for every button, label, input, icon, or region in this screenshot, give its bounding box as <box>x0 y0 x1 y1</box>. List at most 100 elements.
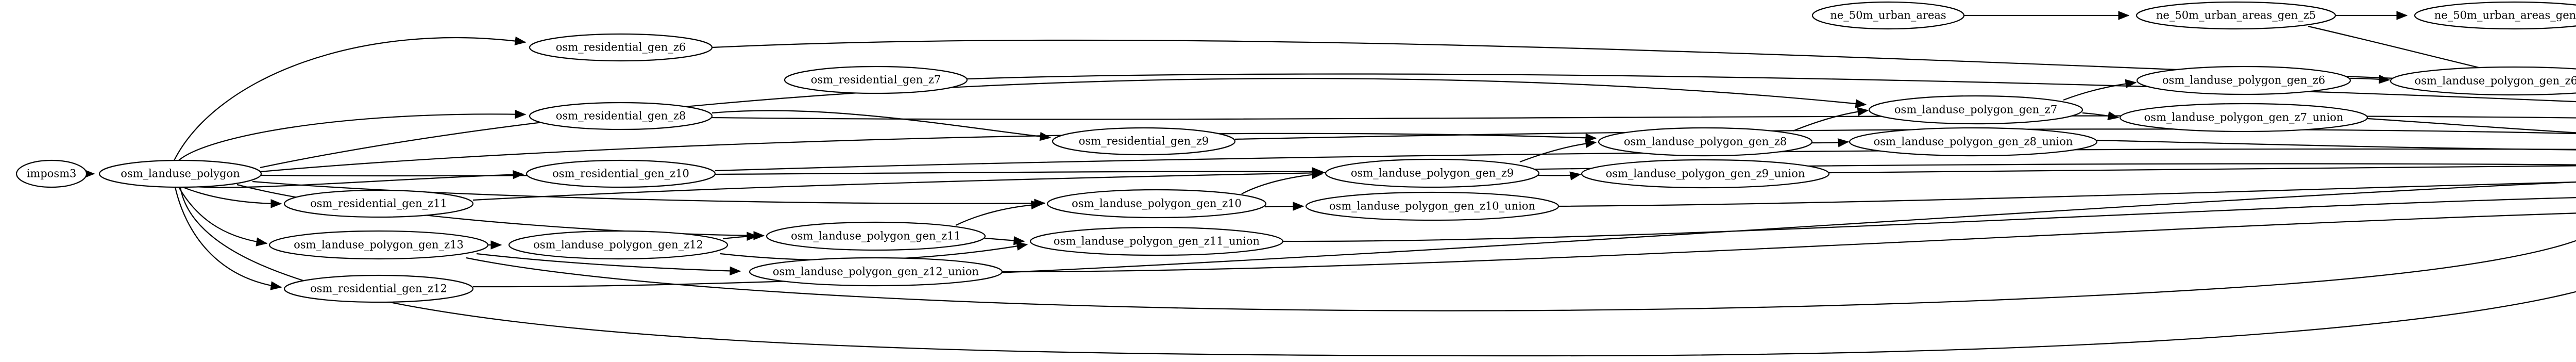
node-label: osm_landuse_polygon_gen_z7_union <box>2144 111 2344 124</box>
graph-edge <box>1241 170 1324 194</box>
node-shape <box>526 159 716 188</box>
graph-node-osm_residential_gen_z11[interactable]: osm_residential_gen_z11 <box>283 189 474 218</box>
node-label: ne_50m_urban_areas <box>1830 9 1946 22</box>
graph-edge <box>711 110 1052 141</box>
graph-node-osm_landuse_polygon_gen_z9_union[interactable]: osm_landuse_polygon_gen_z9_union <box>1581 159 1830 189</box>
node-label: osm_residential_gen_z11 <box>310 198 447 210</box>
node-label: osm_landuse_polygon_gen_z9 <box>1351 167 1514 179</box>
graph-node-osm_landuse_polygon_gen_z11_union[interactable]: osm_landuse_polygon_gen_z11_union <box>1029 226 1284 256</box>
node-label: ne_50m_urban_areas_gen_z5 <box>2156 9 2316 22</box>
graph-node-osm_landuse_polygon_gen_z10[interactable]: osm_landuse_polygon_gen_z10 <box>1046 189 1267 219</box>
node-shape <box>2136 1 2336 30</box>
graph-edge <box>1964 11 2130 20</box>
node-shape <box>529 102 713 130</box>
graph-edge <box>1792 107 1869 132</box>
graph-node-osm_landuse_polygon_gen_z8_union[interactable]: osm_landuse_polygon_gen_z8_union <box>1849 127 2098 157</box>
node-label: imposm3 <box>27 168 77 180</box>
arrow-head-icon <box>1857 107 1869 117</box>
node-label: osm_residential_gen_z10 <box>552 168 689 180</box>
graph-edge <box>1282 197 2576 242</box>
graph-node-osm_landuse_polygon_gen_z12[interactable]: osm_landuse_polygon_gen_z12 <box>508 230 728 260</box>
arrow-head-icon <box>256 237 268 246</box>
graph-node-osm_residential_gen_z7[interactable]: osm_residential_gen_z7 <box>784 65 968 94</box>
arrow-head-icon <box>490 240 502 250</box>
graph-edge <box>955 200 1043 226</box>
arrow-head-icon <box>270 281 282 290</box>
graph-edge <box>2350 75 2391 84</box>
arrow-head-icon <box>513 170 524 179</box>
node-label: osm_residential_gen_z9 <box>1079 135 1209 147</box>
node-shape <box>2414 1 2576 30</box>
graph-edge <box>722 232 758 241</box>
graph-node-imposm3[interactable]: imposm3 <box>15 159 88 188</box>
node-label: osm_landuse_polygon_gen_z10_union <box>1329 200 1535 212</box>
node-label: osm_landuse_polygon_gen_z8 <box>1624 136 1787 148</box>
graph-node-osm_landuse_polygon_gen_z12_union[interactable]: osm_landuse_polygon_gen_z12_union <box>749 257 1003 287</box>
node-shape <box>283 274 474 303</box>
graph-edge <box>174 187 282 290</box>
node-shape <box>749 257 1003 287</box>
node-shape <box>1811 1 1965 30</box>
graph-node-osm_landuse_polygon_gen_z8[interactable]: osm_landuse_polygon_gen_z8 <box>1598 127 1813 157</box>
node-shape <box>15 159 88 188</box>
graph-node-osm_residential_gen_z10[interactable]: osm_residential_gen_z10 <box>526 159 716 188</box>
node-label: osm_landuse_polygon_gen_z13 <box>294 239 464 251</box>
graph-edge <box>476 253 741 276</box>
node-shape <box>1029 226 1284 256</box>
node-shape <box>1325 158 1540 188</box>
graph-edge <box>174 36 527 161</box>
node-shape <box>766 221 986 251</box>
graph-node-osm_residential_gen_z12[interactable]: osm_residential_gen_z12 <box>283 274 474 303</box>
graph-node-osm_landuse_polygon[interactable]: osm_landuse_polygon <box>98 159 262 188</box>
graph-edge <box>260 78 1867 169</box>
graph-edge <box>1234 128 2576 140</box>
node-label: osm_landuse_polygon_gen_z7 <box>1894 104 2057 116</box>
graph-node-osm_landuse_polygon_gen_z7_union[interactable]: osm_landuse_polygon_gen_z7_union <box>2119 103 2368 133</box>
arrow-head-icon <box>2118 11 2130 20</box>
graph-node-ne_50m_urban_areas_gen_z4[interactable]: ne_50m_urban_areas_gen_z4 <box>2414 1 2576 30</box>
graph-edge <box>2082 111 2120 121</box>
node-shape <box>784 65 968 94</box>
arrow-head-icon <box>515 109 527 119</box>
graph-node-osm_landuse_polygon_gen_z11[interactable]: osm_landuse_polygon_gen_z11 <box>766 221 986 251</box>
graph-edge <box>1537 171 1582 180</box>
graph-edge <box>195 170 524 188</box>
graph-node-osm_residential_gen_z9[interactable]: osm_residential_gen_z9 <box>1052 127 1236 156</box>
graph-node-ne_50m_urban_areas[interactable]: ne_50m_urban_areas <box>1811 1 1965 30</box>
node-shape <box>2136 65 2351 95</box>
node-shape <box>2119 103 2368 133</box>
graph-edge <box>1519 139 1597 163</box>
node-shape <box>1305 191 1560 221</box>
node-shape <box>98 159 262 188</box>
graph-node-osm_landuse_polygon_gen_z6_union[interactable]: osm_landuse_polygon_gen_z6_union <box>2389 66 2576 96</box>
node-label: osm_residential_gen_z6 <box>556 41 686 54</box>
node-label: osm_residential_gen_z12 <box>310 283 447 295</box>
graph-edge <box>182 186 282 208</box>
graph-node-osm_landuse_polygon_gen_z6[interactable]: osm_landuse_polygon_gen_z6 <box>2136 65 2351 95</box>
arrow-head-icon <box>747 232 758 241</box>
node-shape <box>1849 127 2098 157</box>
node-label: osm_landuse_polygon_gen_z9_union <box>1606 168 1805 180</box>
graph-node-osm_landuse_polygon_gen_z7[interactable]: osm_landuse_polygon_gen_z7 <box>1868 95 2083 125</box>
graph-node-osm_landuse_polygon_gen_z9[interactable]: osm_landuse_polygon_gen_z9 <box>1325 158 1540 188</box>
node-shape <box>508 230 728 260</box>
graph-node-ne_50m_urban_areas_gen_z5[interactable]: ne_50m_urban_areas_gen_z5 <box>2136 1 2336 30</box>
arrow-head-icon <box>1013 236 1025 245</box>
graph-edge <box>2096 139 2576 151</box>
edges-layer <box>83 11 2576 357</box>
graph-node-osm_landuse_polygon_gen_z10_union[interactable]: osm_landuse_polygon_gen_z10_union <box>1305 191 1560 221</box>
node-shape <box>268 230 489 260</box>
graph-edge <box>715 148 2576 172</box>
graph-node-osm_residential_gen_z8[interactable]: osm_residential_gen_z8 <box>529 102 713 130</box>
graph-node-osm_landuse_polygon_gen_z13[interactable]: osm_landuse_polygon_gen_z13 <box>268 230 489 260</box>
graph-edge <box>984 236 1025 245</box>
node-shape <box>283 189 474 218</box>
node-label: osm_landuse_polygon_gen_z11_union <box>1054 235 1260 248</box>
graph-edge <box>2367 118 2576 134</box>
graph-node-osm_residential_gen_z6[interactable]: osm_residential_gen_z6 <box>529 33 713 62</box>
graph-edge <box>178 187 268 246</box>
node-label: osm_landuse_polygon_gen_z8_union <box>1874 136 2073 148</box>
graph-edge <box>1002 212 2576 273</box>
